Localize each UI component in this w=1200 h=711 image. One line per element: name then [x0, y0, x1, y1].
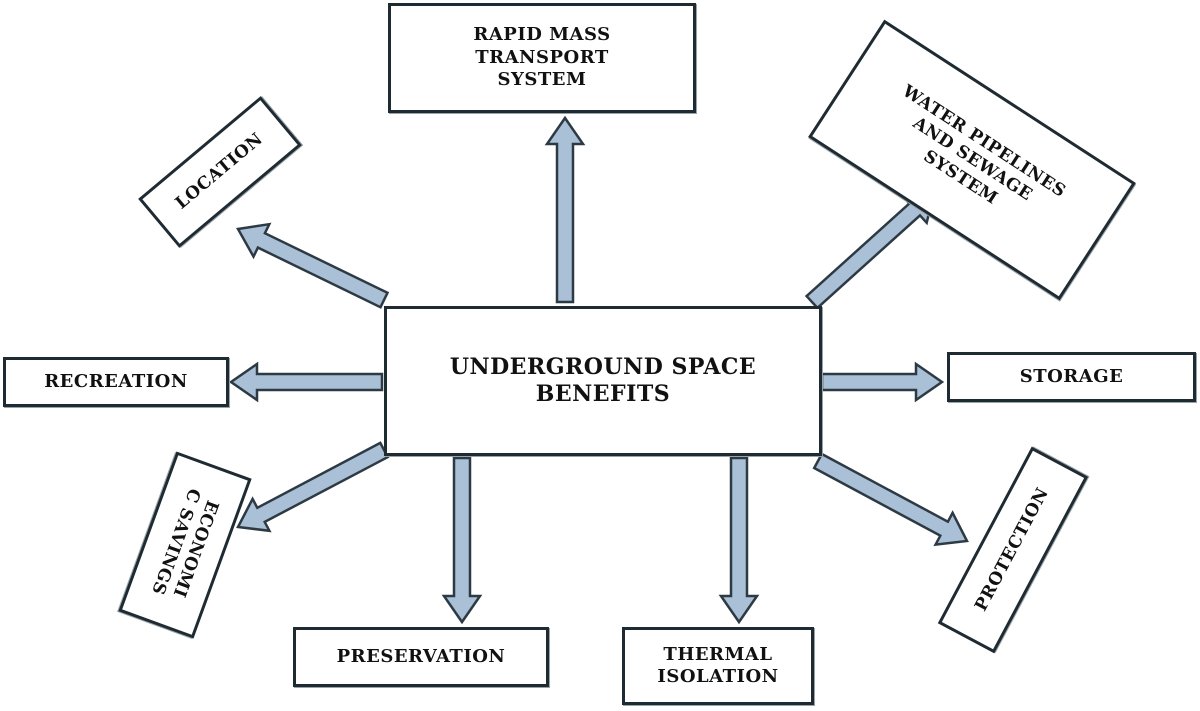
- node-label-storage: STORAGE: [1019, 365, 1124, 387]
- arrow-to-recreation: [228, 361, 384, 403]
- arrow-to-water: [804, 190, 936, 310]
- center-node-label: UNDERGROUND SPACE BENEFITS: [449, 353, 757, 408]
- arrow-to-preservation: [441, 456, 483, 625]
- node-recreation: RECREATION: [3, 357, 229, 407]
- node-label-economic: ECONOMI C SAVINGS: [147, 485, 223, 601]
- center-node: UNDERGROUND SPACE BENEFITS: [384, 306, 822, 456]
- node-label-thermal: THERMAL ISOLATION: [657, 643, 779, 688]
- arrow-to-protection: [812, 452, 969, 547]
- node-rapid-mass-transport: RAPID MASS TRANSPORT SYSTEM: [388, 3, 696, 113]
- arrow-to-economic: [236, 441, 390, 533]
- arrow-to-rapid: [544, 115, 586, 304]
- arrow-to-storage: [820, 361, 945, 403]
- node-label-recreation: RECREATION: [44, 370, 188, 392]
- node-thermal-isolation: THERMAL ISOLATION: [622, 627, 814, 705]
- arrow-to-thermal: [718, 456, 760, 625]
- node-label-preservation: PRESERVATION: [336, 645, 506, 667]
- node-storage: STORAGE: [947, 352, 1196, 402]
- node-preservation: PRESERVATION: [293, 627, 549, 687]
- node-label-rapid: RAPID MASS TRANSPORT SYSTEM: [473, 24, 611, 91]
- arrow-to-location: [236, 222, 390, 309]
